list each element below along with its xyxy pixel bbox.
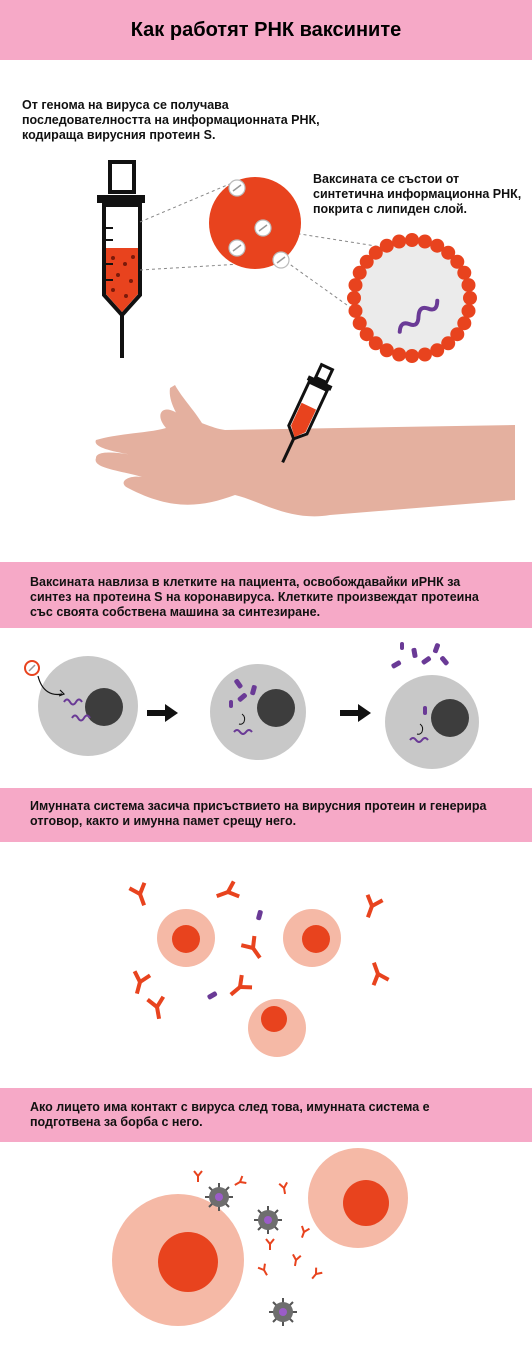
- lipid-bead: [430, 238, 445, 253]
- lipid-bead: [430, 343, 445, 358]
- immune-cell: [157, 909, 215, 967]
- lipid-bead: [461, 303, 476, 318]
- lipid-bead: [379, 238, 394, 253]
- lipid-bead: [417, 234, 432, 249]
- step-immune-text: Имунната система засича присъствието на …: [30, 799, 487, 828]
- step-entry-text: Ваксината навлиза в клетките на пациента…: [30, 575, 479, 619]
- arrow-icon: [340, 704, 371, 722]
- immune-cell: [283, 909, 341, 967]
- arm-icon: [95, 385, 515, 517]
- lipid-bead: [405, 349, 419, 363]
- lipid-bead: [352, 316, 367, 331]
- lipid-bead: [441, 336, 456, 351]
- lipid-bead: [450, 254, 465, 269]
- lipid-bead: [392, 347, 407, 362]
- lipid-bead: [368, 245, 383, 260]
- cell-producing-protein: [210, 664, 306, 760]
- lipid-bead: [417, 347, 432, 362]
- step-memory-banner: Ако лицето има контакт с вируса след тов…: [0, 1088, 532, 1142]
- immune-cell: [248, 999, 306, 1057]
- lipid-bead: [450, 327, 465, 342]
- lipid-bead: [392, 234, 407, 249]
- lipid-bead: [441, 245, 456, 260]
- genome-text: От генома на вируса се получава последов…: [22, 98, 320, 142]
- lipid-bead: [379, 343, 394, 358]
- lipid-bead: [352, 265, 367, 280]
- step-entry-banner: Ваксината навлиза в клетките на пациента…: [0, 562, 532, 628]
- lipid-bead: [463, 291, 477, 305]
- lipid-bead: [348, 278, 363, 293]
- immune-memory-illustration: [112, 1148, 408, 1327]
- memory-cell-large: [112, 1194, 244, 1326]
- vaccine-illustration: [95, 160, 515, 517]
- step-memory-text: Ако лицето има контакт с вируса след тов…: [30, 1100, 430, 1129]
- vaccine-composition-text: Ваксината се състои от синтетична информ…: [313, 172, 522, 216]
- cell-with-mrna: [24, 656, 138, 756]
- lipid-bead: [359, 327, 374, 342]
- lipid-bead: [405, 233, 419, 247]
- immune-response-illustration: [127, 879, 391, 1057]
- title-banner: Как работят РНК ваксините: [0, 0, 532, 60]
- lipid-nanoparticle: [347, 233, 477, 363]
- lipid-bead: [347, 291, 361, 305]
- memory-cell: [308, 1148, 408, 1248]
- lipid-bead: [359, 254, 374, 269]
- lipid-bead: [368, 336, 383, 351]
- cell-synthesis-illustration: [24, 642, 479, 769]
- small-syringe-icon: [281, 362, 335, 464]
- syringe-icon: [97, 160, 145, 358]
- lipid-bead: [457, 316, 472, 331]
- vaccine-particle: [209, 177, 301, 269]
- page-title: Как работят РНК ваксините: [130, 18, 402, 41]
- lipid-bead: [461, 278, 476, 293]
- step-immune-banner: Имунната система засича присъствието на …: [0, 788, 532, 842]
- lipid-bead: [457, 265, 472, 280]
- lipid-bead: [348, 303, 363, 318]
- arrow-icon: [147, 704, 178, 722]
- viral-protein: [207, 910, 263, 1000]
- cell-releasing-protein: [385, 642, 479, 769]
